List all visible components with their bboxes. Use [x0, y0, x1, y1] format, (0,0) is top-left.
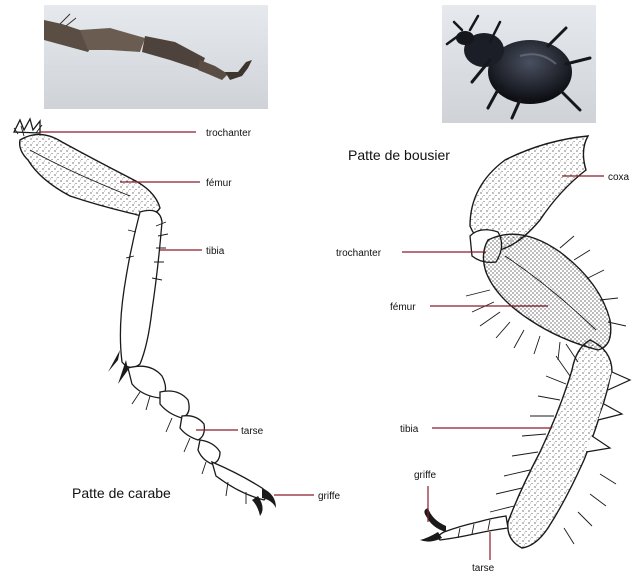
carabe-label-griffe: griffe	[318, 491, 340, 502]
carabe-leg-photo	[44, 5, 268, 109]
carabe-title: Patte de carabe	[72, 485, 171, 501]
bousier-leg-drawing	[420, 136, 630, 548]
carabe-label-tarse: tarse	[241, 426, 264, 437]
carabe-label-femur: fémur	[206, 178, 232, 189]
bousier-label-griffe: griffe	[414, 470, 436, 481]
bousier-title: Patte de bousier	[348, 147, 450, 163]
carabe-label-trochanter: trochanter	[206, 128, 252, 139]
bousier-photo	[442, 5, 596, 123]
bousier-label-coxa: coxa	[608, 172, 630, 183]
bousier-label-femur: fémur	[390, 302, 416, 313]
bousier-label-tibia: tibia	[400, 424, 419, 435]
bousier-label-tarse: tarse	[472, 563, 495, 574]
carabe-label-tibia: tibia	[206, 246, 225, 257]
bousier-label-trochanter: trochanter	[336, 248, 382, 259]
carabe-leg-drawing	[14, 119, 276, 516]
